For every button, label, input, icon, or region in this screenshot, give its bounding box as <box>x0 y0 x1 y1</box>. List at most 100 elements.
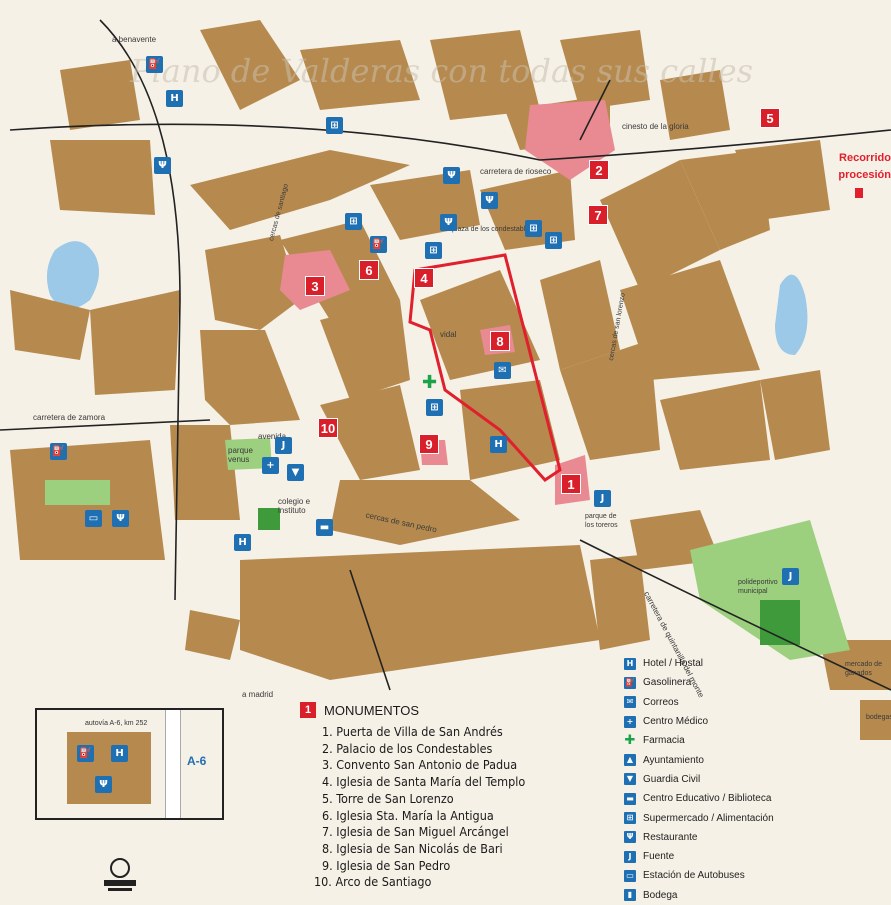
restaurant-icon[interactable]: Ψ <box>440 214 457 231</box>
service-label: Guardia Civil <box>643 773 701 785</box>
school-library-icon: ▬ <box>624 792 636 805</box>
hotel-icon[interactable]: H <box>166 90 183 107</box>
area-label-parque-venus: parque venus <box>228 446 253 464</box>
monument-item: 6. Iglesia Sta. María la Antigua <box>322 807 494 823</box>
service-label: Correos <box>643 696 679 708</box>
monument-item: 2. Palacio de los Condestables <box>322 740 493 756</box>
fountain-icon[interactable]: J <box>594 490 611 507</box>
monument-item: 3. Convento San Antonio de Padua <box>322 757 518 773</box>
street-label-benavente: a benavente <box>112 35 157 44</box>
supermarket-icon[interactable]: ⊞ <box>545 232 562 249</box>
civil-guard-icon[interactable]: ▼ <box>287 464 304 481</box>
civil-guard-icon: ▼ <box>624 773 636 786</box>
gas-station-icon: ⛽ <box>624 676 636 689</box>
monument-marker-7[interactable]: 7 <box>588 205 608 225</box>
street-label-zamora: carretera de zamora <box>33 413 106 422</box>
restaurant-icon[interactable]: Ψ <box>112 510 129 527</box>
monument-marker-2[interactable]: 2 <box>589 160 609 180</box>
procession-route-label: Recorrido procesión <box>838 152 891 181</box>
service-label: Centro Educativo / Biblioteca <box>643 793 772 805</box>
monument-marker-10[interactable]: 10 <box>318 418 338 438</box>
inset-caption: autovía A-6, km 252 <box>85 720 148 727</box>
monument-marker-4[interactable]: 4 <box>414 268 434 288</box>
fountain-icon: J <box>624 850 636 863</box>
bodega-logo-icon <box>104 858 136 891</box>
restaurant-icon[interactable]: Ψ <box>481 192 498 209</box>
gas-station-icon[interactable]: ⛽ <box>50 443 67 460</box>
supermarket-icon[interactable]: ⊞ <box>326 117 343 134</box>
area-label-polideportivo: polideportivo municipal <box>738 579 778 595</box>
school-library-icon[interactable]: ▬ <box>316 519 333 536</box>
supermarket-icon[interactable]: ⊞ <box>426 399 443 416</box>
monuments-legend-title: MONUMENTOS <box>324 702 420 718</box>
post-office-icon[interactable]: ✉ <box>494 362 511 379</box>
supermarket-icon: ⊞ <box>624 812 636 825</box>
procession-route-swatch <box>855 188 863 198</box>
service-label: Ayuntamiento <box>643 754 704 766</box>
gas-station-icon[interactable]: ⛽ <box>77 745 94 762</box>
supermarket-icon[interactable]: ⊞ <box>425 242 442 259</box>
gas-station-icon[interactable]: ⛽ <box>146 56 163 73</box>
inset-map: autovía A-6, km 252 A-6 ⛽ H Ψ <box>35 708 224 820</box>
monument-marker-3[interactable]: 3 <box>305 276 325 296</box>
street-label-rioseco: carretera de rioseco <box>480 167 552 176</box>
monument-item: 10. Arco de Santiago <box>314 874 432 890</box>
pond-east <box>775 274 808 355</box>
medical-center-icon[interactable]: + <box>262 457 279 474</box>
supermarket-icon[interactable]: ⊞ <box>525 220 542 237</box>
service-label: Restaurante <box>643 831 698 843</box>
monument-marker-5[interactable]: 5 <box>760 108 780 128</box>
hotel-icon[interactable]: H <box>234 534 251 551</box>
restaurant-icon[interactable]: Ψ <box>154 157 171 174</box>
monuments-list: 1. Puerta de Villa de San Andrés 2. Pala… <box>300 724 610 891</box>
monument-item: 9. Iglesia de San Pedro <box>322 857 451 873</box>
area-label-mercado: mercado de ganados <box>845 661 882 677</box>
pharmacy-icon[interactable]: ✚ <box>421 372 438 393</box>
inset-road-label: A-6 <box>187 754 207 768</box>
procession-route-legend: Recorrido procesión <box>830 150 891 204</box>
medical-center-icon: + <box>624 715 636 728</box>
service-label: Supermercado / Alimentación <box>643 812 774 824</box>
monument-marker-9[interactable]: 9 <box>419 434 439 454</box>
monuments-legend: 1 MONUMENTOS 1. Puerta de Villa de San A… <box>300 702 610 891</box>
pharmacy-icon: ✚ <box>624 732 636 748</box>
procession-route <box>408 253 562 482</box>
monument-marker-8[interactable]: 8 <box>490 331 510 351</box>
bus-station-icon[interactable]: ▭ <box>85 510 102 527</box>
town-hall-icon: ▲ <box>624 754 636 767</box>
post-office-icon: ✉ <box>624 696 636 709</box>
street-label-madrid: a madrid <box>242 690 274 699</box>
restaurant-icon[interactable]: Ψ <box>443 167 460 184</box>
monument-item: 8. Iglesia de San Nicolás de Bari <box>322 840 503 856</box>
area-label-parque-toreros: parque de los toreros <box>585 513 618 529</box>
service-label: Hotel / Hostal <box>643 658 704 670</box>
restaurant-icon[interactable]: Ψ <box>95 776 112 793</box>
supermarket-icon[interactable]: ⊞ <box>345 213 362 230</box>
hotel-icon[interactable]: H <box>490 436 507 453</box>
service-label: Bodega <box>643 889 678 901</box>
street-label-vidal: vidal <box>440 330 457 339</box>
map-watermark-title: Plano de Valderas con todas sus calles <box>130 52 754 90</box>
bus-station-icon: ▭ <box>624 869 636 882</box>
service-label: Gasolinera <box>643 677 692 689</box>
fountain-icon[interactable]: J <box>782 568 799 585</box>
street-label-gloria: cinesto de la gloria <box>622 122 689 131</box>
parks <box>45 438 850 660</box>
inset-road <box>165 710 181 818</box>
street-label-plaza: plaza de los condestables <box>452 226 533 233</box>
service-label: Centro Médico <box>643 716 709 728</box>
monument-item: 7. Iglesia de San Miguel Arcángel <box>322 824 509 840</box>
monument-marker-1[interactable]: 1 <box>561 474 581 494</box>
inset-block <box>67 732 151 804</box>
monument-item: 5. Torre de San Lorenzo <box>322 790 454 806</box>
winery-icon: ▮ <box>624 889 636 902</box>
monument-legend-marker: 1 <box>300 702 316 718</box>
pond-west <box>46 241 99 309</box>
area-label-colegio: colegio e instituto <box>278 497 311 515</box>
fountain-icon[interactable]: J <box>275 437 292 454</box>
monument-marker-6[interactable]: 6 <box>359 260 379 280</box>
hotel-icon[interactable]: H <box>111 745 128 762</box>
gas-station-icon[interactable]: ⛽ <box>370 236 387 253</box>
area-label-bodegas: bodegas <box>866 714 891 721</box>
